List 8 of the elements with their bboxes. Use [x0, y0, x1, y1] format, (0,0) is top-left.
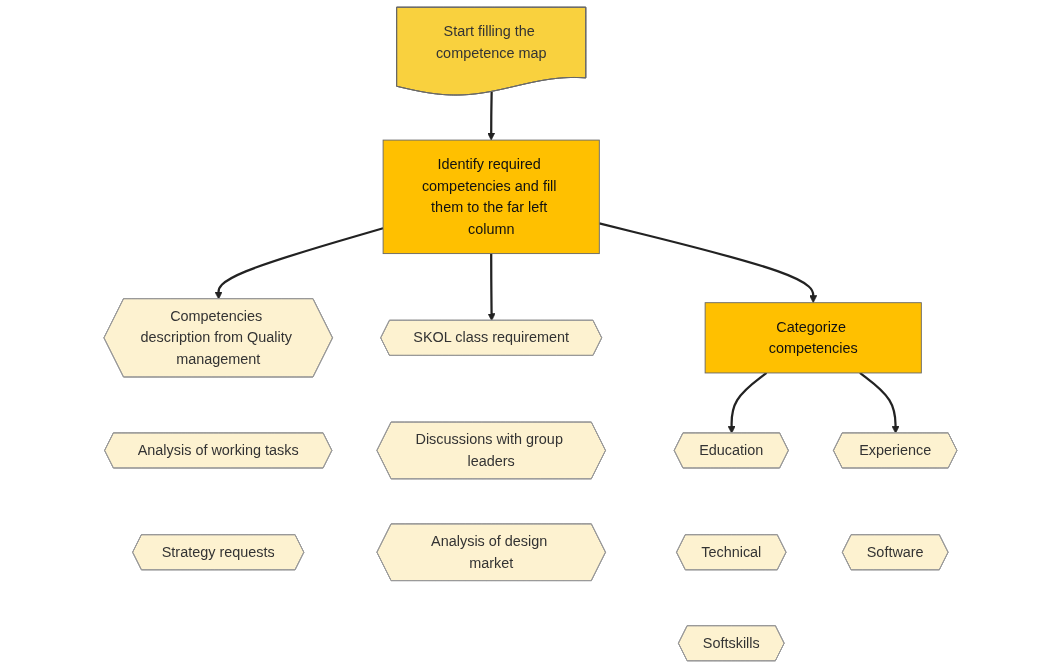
node-box: Categorize competencies	[704, 302, 922, 374]
arrow	[599, 222, 818, 304]
arrow	[214, 227, 384, 300]
node-box: Identify required competencies and fill them to the far left column	[382, 139, 600, 255]
arrow	[487, 253, 496, 322]
arrow	[487, 91, 496, 141]
arrow	[727, 372, 768, 434]
arrow	[859, 372, 900, 434]
